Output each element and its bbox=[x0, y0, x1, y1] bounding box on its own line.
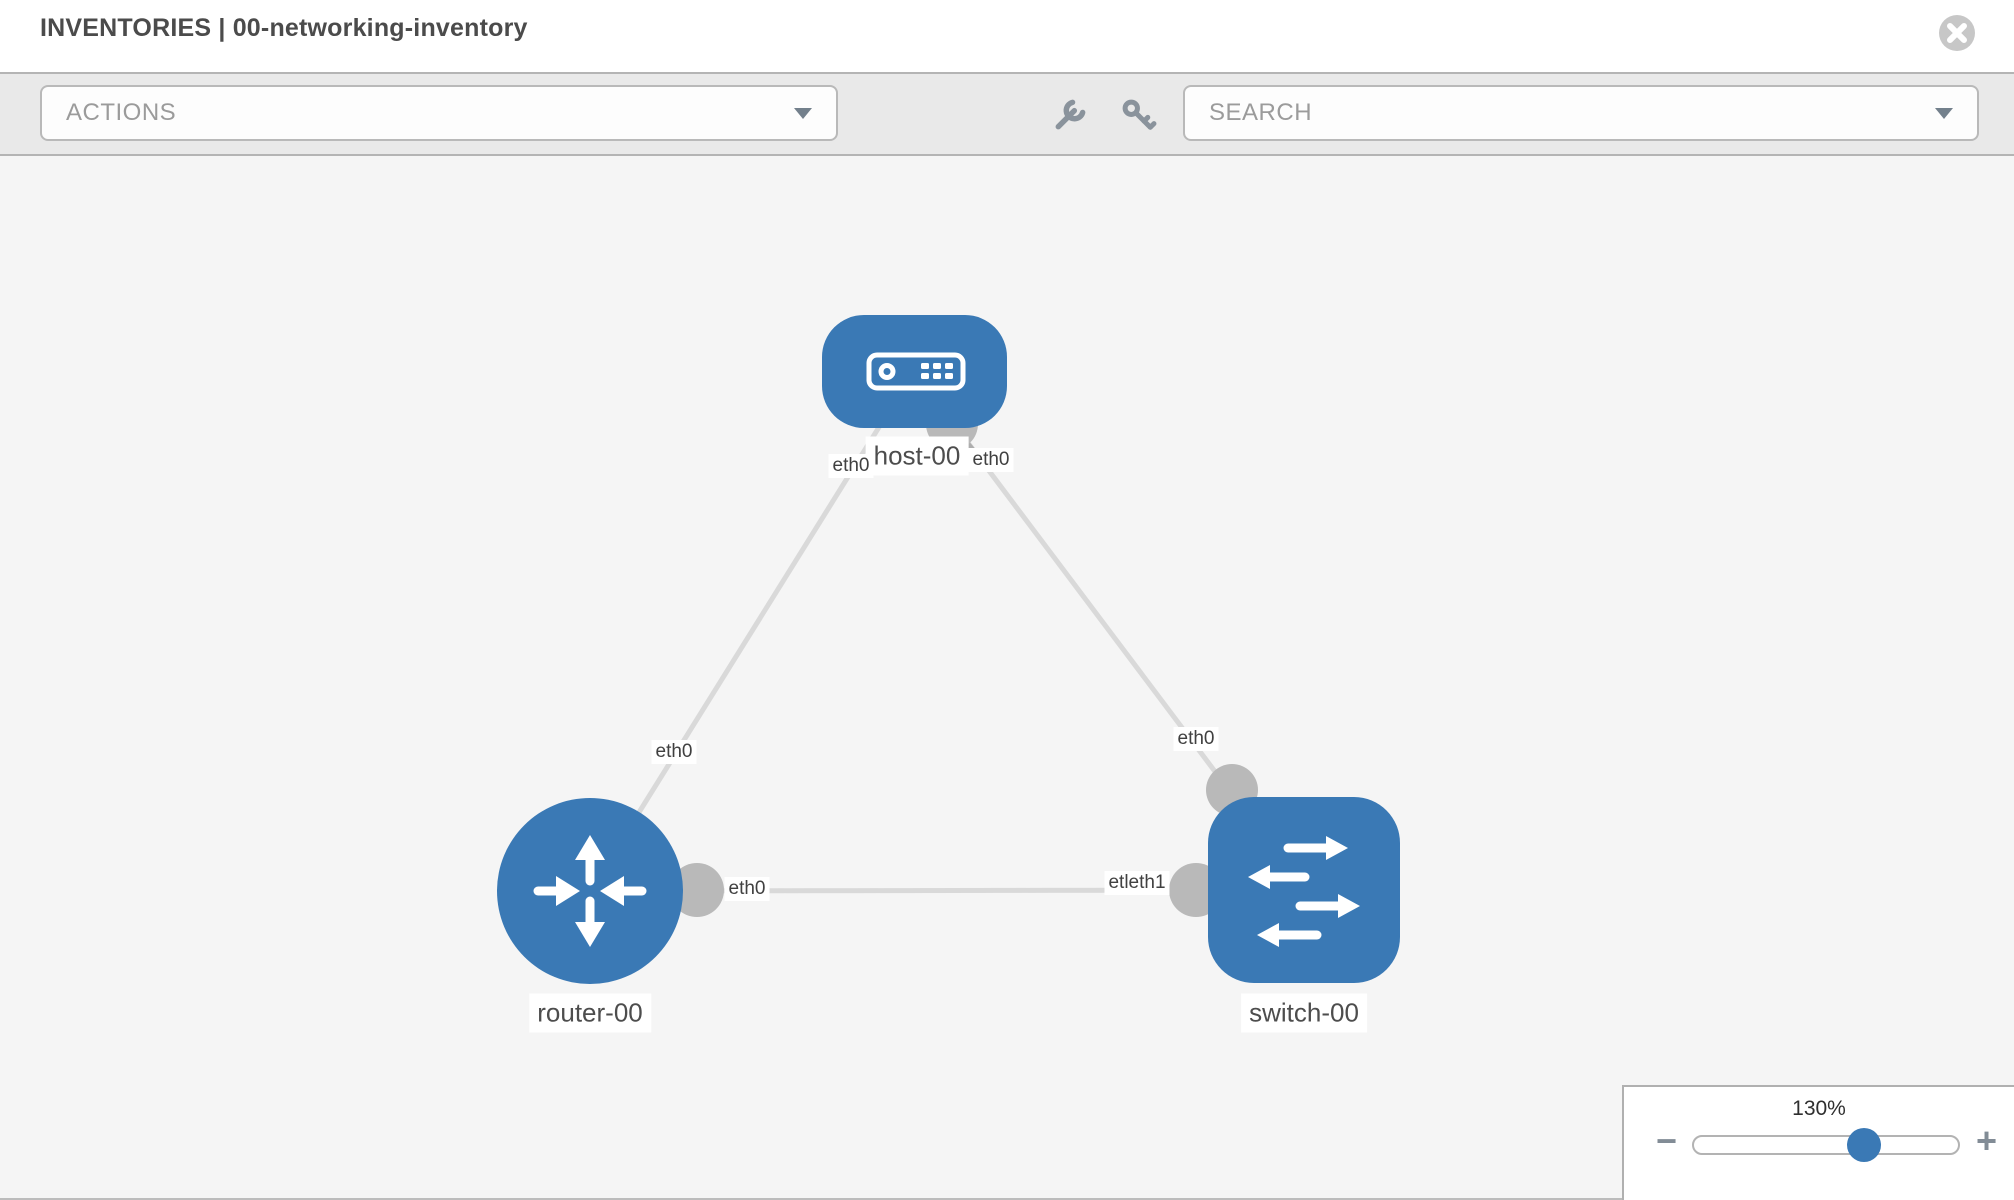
key-icon bbox=[1122, 99, 1157, 130]
search-dropdown[interactable]: SEARCH bbox=[1183, 85, 1979, 141]
header: INVENTORIES | 00-networking-inventory bbox=[0, 0, 2014, 72]
zoom-in-button[interactable]: + bbox=[1976, 1120, 1998, 1161]
chevron-down-icon bbox=[794, 107, 812, 119]
topology-canvas[interactable]: host-00 router-00 switch-00 eth0 eth0 et… bbox=[0, 156, 2014, 1200]
close-button[interactable] bbox=[1937, 13, 1977, 53]
port-router bbox=[670, 863, 724, 917]
key-button[interactable] bbox=[1120, 97, 1158, 135]
close-icon bbox=[1939, 15, 1975, 51]
topology-graph bbox=[497, 315, 1400, 984]
zoom-slider-track[interactable] bbox=[1692, 1135, 1960, 1155]
zoom-level-readout: 130% bbox=[1792, 1097, 1846, 1120]
node-label-router: router-00 bbox=[529, 993, 651, 1033]
toolbar: ACTIONS SEARCH bbox=[0, 72, 2014, 156]
zoom-slider-handle[interactable] bbox=[1847, 1128, 1881, 1162]
actions-dropdown-label: ACTIONS bbox=[66, 99, 177, 126]
wrench-icon bbox=[1055, 99, 1086, 130]
router-icon bbox=[533, 835, 647, 947]
zoom-out-button[interactable]: − bbox=[1656, 1120, 1678, 1161]
if-label-host-router-b: eth0 bbox=[651, 740, 697, 764]
if-label-host-switch-b: eth0 bbox=[1173, 727, 1219, 751]
search-dropdown-label: SEARCH bbox=[1209, 99, 1313, 126]
if-label-host-switch-a: eth0 bbox=[968, 448, 1014, 472]
node-label-switch: switch-00 bbox=[1241, 993, 1367, 1033]
node-switch[interactable] bbox=[1208, 797, 1400, 983]
chevron-down-icon bbox=[1935, 107, 1953, 119]
page-title: INVENTORIES | 00-networking-inventory bbox=[40, 14, 528, 42]
node-label-host: host-00 bbox=[865, 436, 969, 476]
host-icon bbox=[866, 352, 966, 391]
node-router[interactable] bbox=[497, 798, 683, 984]
zoom-panel: 130% − + bbox=[1622, 1085, 2014, 1200]
if-label-host-router-a: eth0 bbox=[828, 454, 874, 478]
interface-ports bbox=[670, 398, 1258, 917]
node-host[interactable] bbox=[822, 315, 1007, 428]
switch-icon bbox=[1248, 836, 1360, 947]
if-label-router-switch-b: etleth1 bbox=[1104, 871, 1170, 895]
if-label-router-switch-a: eth0 bbox=[724, 877, 770, 901]
actions-dropdown[interactable]: ACTIONS bbox=[40, 85, 838, 141]
wrench-button[interactable] bbox=[1050, 97, 1088, 135]
